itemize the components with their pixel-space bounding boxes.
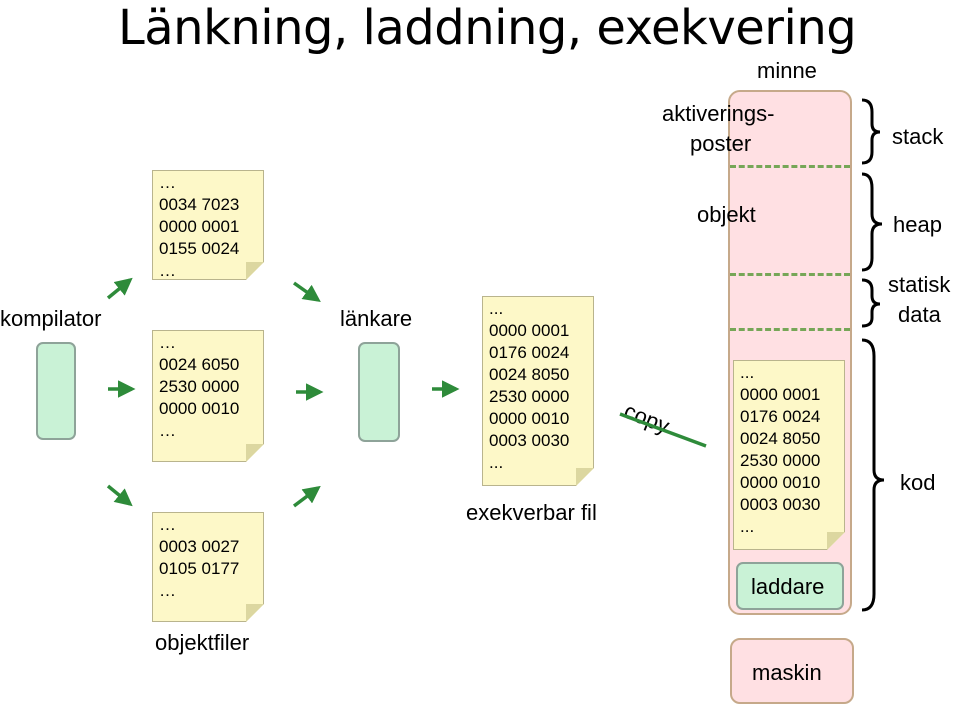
object-file-1: … 0034 7023 0000 0001 0155 0024 …: [152, 170, 264, 280]
activation-records-label-line1: aktiverings-: [662, 101, 775, 126]
brace-stack: [861, 98, 881, 165]
loader-box: [736, 562, 844, 610]
arrow-file1-to-linker: [292, 281, 321, 303]
compiler-label: kompilator: [0, 306, 102, 331]
code-label: kod: [900, 470, 936, 495]
arrow-compiler-to-file3: [106, 484, 133, 507]
executable-file: ... 0000 0001 0176 0024 0024 8050 2530 0…: [482, 296, 594, 486]
memory-divider-static: [730, 328, 850, 331]
machine-label: maskin: [752, 660, 822, 685]
stack-label: stack: [892, 124, 944, 149]
activation-records-label-line2: poster: [690, 131, 752, 156]
static-data-label-line2: data: [898, 302, 941, 327]
object-label: objekt: [697, 202, 756, 227]
heap-label: heap: [893, 212, 942, 237]
object-files-label: objektfiler: [155, 630, 250, 655]
compiler-box: [36, 342, 76, 440]
object-file-2: … 0024 6050 2530 0000 0000 0010 …: [152, 330, 264, 462]
linker-label: länkare: [340, 306, 413, 331]
machine-box: [730, 638, 854, 704]
copy-line: [619, 412, 707, 448]
brace-static: [861, 278, 881, 328]
brace-code: [861, 338, 885, 612]
arrow-compiler-to-file1: [106, 277, 133, 300]
brace-heap: [861, 172, 883, 272]
loader-label: laddare: [751, 574, 825, 599]
memory-divider-stack: [730, 165, 850, 168]
page-title: Länkning, laddning, exekvering: [118, 0, 857, 56]
executable-file-label: exekverbar fil: [466, 500, 597, 525]
arrow-file3-to-linker: [292, 485, 321, 508]
memory-divider-heap: [730, 273, 850, 276]
object-file-3: … 0003 0027 0105 0177 …: [152, 512, 264, 622]
static-data-label-line1: statisk: [888, 272, 951, 297]
linker-box: [358, 342, 400, 442]
loaded-code: ... 0000 0001 0176 0024 0024 8050 2530 0…: [733, 360, 845, 550]
memory-label: minne: [757, 58, 817, 83]
